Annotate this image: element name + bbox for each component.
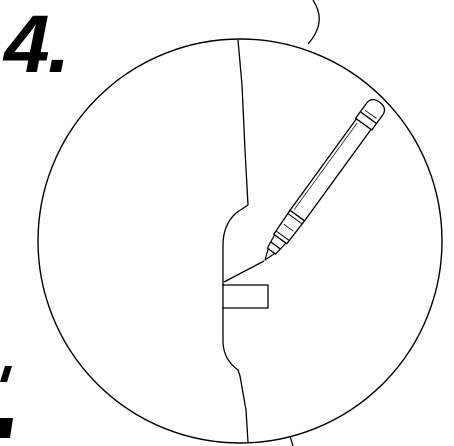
detail-circle (38, 39, 442, 443)
next-step-number-fragment (0, 366, 12, 382)
detail-connector-line (290, 436, 293, 446)
step-number: 4. (4, 4, 68, 86)
next-step-dot-fragment (0, 418, 13, 438)
previous-detail-circle-edge (308, 0, 319, 44)
